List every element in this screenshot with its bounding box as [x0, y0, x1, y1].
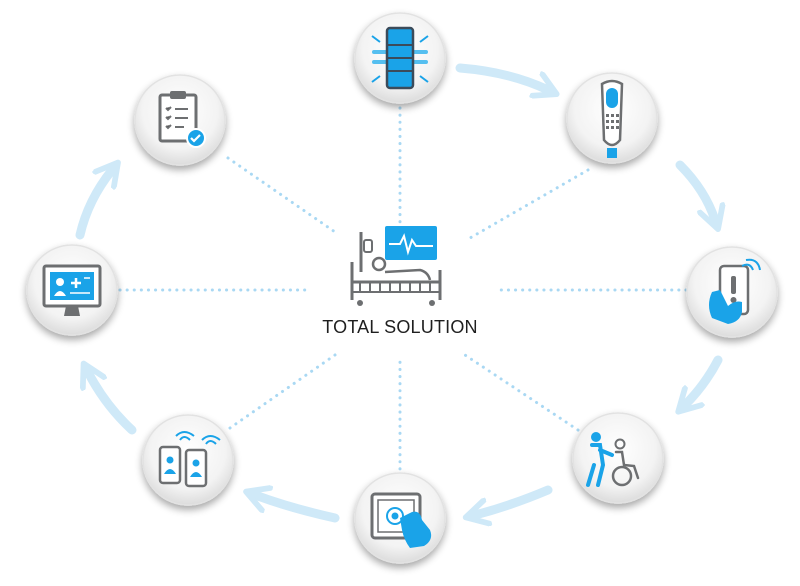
hospital-bed-with-monitor-icon — [350, 226, 442, 306]
cycle-arrows — [75, 63, 718, 518]
two-mobile-devices-icon — [158, 431, 221, 488]
spoke-lines — [118, 106, 688, 478]
nurse-call-handset-icon — [600, 79, 624, 158]
mobile-alert-node[interactable] — [686, 246, 778, 338]
smartphone-alert-icon — [709, 258, 761, 324]
touch-screen-node[interactable] — [354, 472, 446, 564]
bed-sensor-pad-icon — [371, 26, 429, 90]
checklist-node[interactable] — [134, 74, 226, 166]
monitor-record-node[interactable] — [26, 244, 118, 336]
computer-patient-record-icon — [42, 264, 102, 316]
nurse-call-node[interactable] — [566, 72, 658, 164]
clipboard-checklist-icon — [158, 91, 206, 148]
touch-screen-icon — [370, 492, 432, 548]
caregiver-wheelchair-icon — [586, 432, 640, 487]
mobile-devices-node[interactable] — [142, 414, 234, 506]
sensor-pad-node[interactable] — [354, 12, 446, 104]
center-label: TOTAL SOLUTION — [322, 317, 478, 337]
caregiver-node[interactable] — [572, 412, 664, 504]
